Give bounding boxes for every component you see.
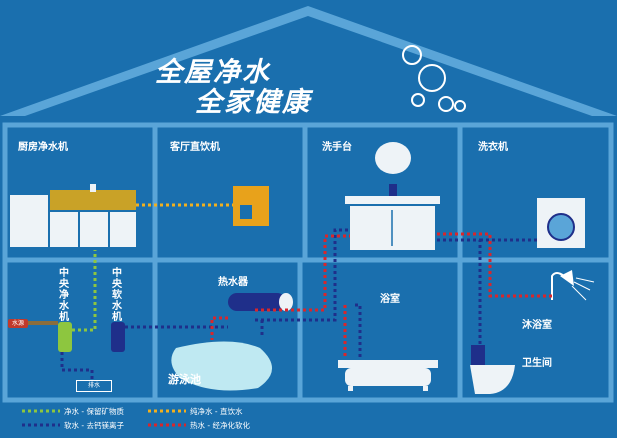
legend-item-purified: 净水 - 保留矿物质 (64, 407, 124, 416)
legend-item-hot: 热水 - 经净化软化 (190, 421, 250, 430)
room-label-shower: 沐浴室 (522, 320, 552, 331)
inlet-tag: 水源 (8, 319, 28, 328)
room-label-bathroom: 浴室 (380, 294, 400, 305)
kitchen-unit-icon (10, 184, 136, 247)
shower-icon (551, 270, 595, 301)
bathtub-icon (338, 360, 438, 391)
room-label-kitchen: 厨房净水机 (18, 142, 68, 153)
room-label-pool: 游泳池 (168, 373, 201, 386)
room-label-heater: 热水器 (218, 277, 248, 288)
room-label-laundry: 洗衣机 (478, 142, 508, 153)
room-label-toilet: 卫生间 (522, 358, 552, 369)
water-heater-icon (228, 293, 293, 311)
room-label-living: 客厅直饮机 (170, 142, 220, 153)
central-purifier-label: 中央净水机 (59, 268, 69, 323)
drinking-machine-icon (233, 186, 269, 226)
washing-machine-icon (537, 198, 585, 248)
legend-item-soft: 软水 - 去钙镁离子 (64, 421, 124, 430)
interior-walls (5, 125, 611, 400)
pool-icon (171, 341, 273, 391)
central-units (58, 322, 125, 352)
drain-tag: 排水 (76, 380, 112, 392)
slogan-line2: 全家健康 (195, 87, 311, 118)
toilet-icon (470, 345, 515, 394)
slogan-line1: 全屋净水 (155, 57, 271, 88)
room-label-washbasin: 洗手台 (322, 142, 352, 153)
central-softener-label: 中央软水机 (112, 268, 122, 323)
washbasin-icon (345, 142, 440, 250)
bubbles-icon (402, 45, 466, 112)
legend-item-pure: 纯净水 - 直饮水 (190, 407, 243, 416)
pipe-red (210, 232, 552, 358)
pipe-green (72, 250, 97, 332)
